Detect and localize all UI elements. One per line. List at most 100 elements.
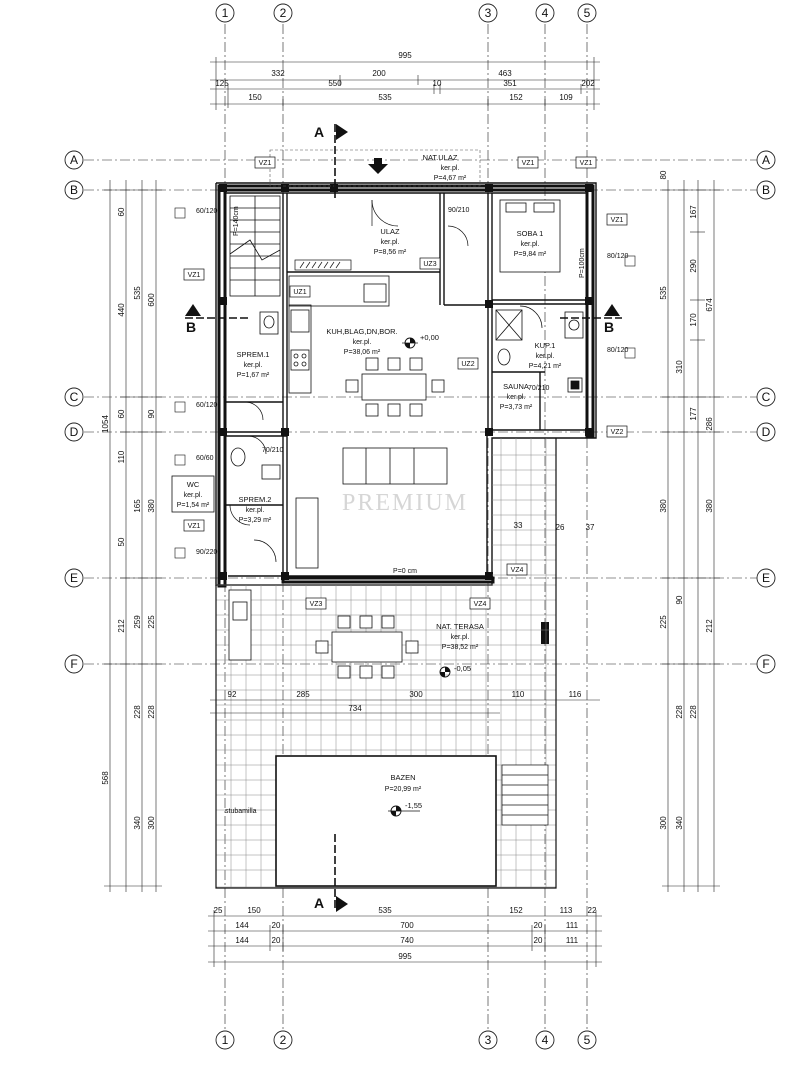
section-marker-b-right: B [560, 304, 622, 335]
dim-right-177: 177 [689, 407, 698, 421]
bathroom-fixtures [230, 309, 584, 480]
section-label-a-top: A [314, 124, 324, 140]
dim-top-351: 351 [503, 79, 517, 88]
room-sauna-area: P=3,73 m² [500, 404, 533, 411]
structural-columns [219, 184, 593, 644]
dim-left-228b: 228 [147, 705, 156, 719]
tag-vz1-e: VZ1 [188, 272, 201, 279]
dim-top-125: 125 [215, 79, 229, 88]
room-sprem2-name: SPREM.2 [239, 495, 272, 504]
dim-right-340: 340 [675, 816, 684, 830]
dining-table [345, 357, 445, 417]
dim-right-228b: 228 [689, 705, 698, 719]
dim-top-202: 202 [581, 79, 595, 88]
entry-arrow-icon [368, 158, 388, 174]
terrace-dining-table [315, 615, 419, 679]
shoe-rack-hatching [294, 259, 352, 271]
wall-outlines [215, 182, 597, 586]
axis-label-F-right: F [762, 657, 769, 671]
axis-label-2-bottom: 2 [280, 1033, 287, 1047]
axis-label-B-right: B [762, 183, 770, 197]
entrance-canopy-outline [269, 149, 481, 187]
dim-left-535: 535 [133, 286, 142, 300]
dim-left-600: 600 [147, 293, 156, 307]
dim-mid-116: 116 [569, 690, 582, 699]
dim-bot-total: 995 [398, 952, 412, 961]
interior-staircase [229, 195, 281, 297]
win-note-3: 80/120 [607, 253, 629, 260]
dim-right-170: 170 [689, 313, 698, 327]
dim-right-212: 212 [705, 619, 714, 633]
parapet-100-note: P=100cm [579, 248, 586, 278]
tag-vz3: VZ3 [310, 601, 323, 608]
door-note-1: 90/210 [448, 207, 470, 214]
axis-label-B-left: B [70, 183, 78, 197]
dim-mid-33: 33 [514, 521, 523, 530]
room-kup-area: P=4,21 m² [529, 363, 562, 370]
dim-left-380: 380 [147, 499, 156, 513]
window-size-notes: 60/120 60/120 80/120 80/120 60/60 90/220… [174, 207, 636, 559]
dim-top-200: 200 [372, 69, 386, 78]
tag-uz3: UZ3 [423, 261, 436, 268]
axis-label-2-top: 2 [280, 6, 287, 20]
section-marker-a-bottom: A [314, 834, 348, 912]
dim-top-152: 152 [509, 93, 523, 102]
dim-right-380b: 380 [705, 499, 714, 513]
dim-right-286: 286 [705, 417, 714, 431]
axis-label-1-bottom: 1 [222, 1033, 229, 1047]
living-sofa [295, 447, 448, 569]
dim-left-340: 340 [133, 816, 142, 830]
dim-left-225: 225 [147, 615, 156, 629]
dim-bot-113: 113 [560, 906, 573, 915]
dim-mid-300: 300 [409, 690, 423, 699]
axis-label-1-top: 1 [222, 6, 229, 20]
level-pool-text: -1,55 [405, 801, 422, 810]
dim-mid-285: 285 [296, 690, 310, 699]
opening-tags: VZ1 VZ1 VZ1 VZ1 VZ1 VZ1 UZ1 UZ2 UZ3 VZ2 … [183, 156, 628, 610]
tag-vz1-c: VZ1 [580, 160, 593, 167]
level-main-text: +0,00 [420, 333, 439, 342]
bottom-dimension-lines [208, 910, 602, 967]
right-dimension-lines [662, 180, 720, 892]
dim-top-332: 332 [271, 69, 285, 78]
dim-bot-22: 22 [588, 906, 597, 915]
room-kup-name: KUP.1 [535, 341, 556, 350]
tag-vz1-f: VZ1 [188, 523, 201, 530]
dim-left-60a: 60 [117, 207, 126, 216]
win-note-1: 60/120 [196, 208, 218, 215]
dim-left-300: 300 [147, 816, 156, 830]
win-note-6: 90/220 [196, 549, 218, 556]
dim-mid-26: 26 [556, 523, 565, 532]
tag-vz1-b: VZ1 [522, 160, 535, 167]
room-sprem1-floor: ker.pl. [244, 362, 263, 369]
room-bazen-area: P=20,99 m² [385, 786, 422, 793]
terrace-outline [215, 438, 557, 889]
dim-left-60b: 60 [117, 409, 126, 418]
terrace-dimension-lines [210, 699, 600, 714]
dim-right-225: 225 [659, 615, 668, 629]
dim-mid-110: 110 [512, 690, 525, 699]
level-marker-pool: -1,55 [388, 801, 422, 817]
win-note-5: 60/60 [196, 455, 214, 462]
dim-top-total: 995 [398, 51, 412, 60]
dim-left-228a: 228 [133, 705, 142, 719]
room-soba-area: P=9,84 m² [514, 251, 547, 258]
horizontal-axis-bubbles [64, 150, 776, 674]
axis-label-C-left: C [70, 390, 79, 404]
left-dimension-lines [104, 180, 162, 892]
room-soba-floor: ker.pl. [521, 241, 540, 248]
door-note-2: 70/210 [262, 447, 284, 454]
room-natulaz-floor: ker.pl. [441, 165, 460, 172]
axis-label-E-left: E [70, 571, 78, 585]
dim-right-290: 290 [689, 259, 698, 273]
section-label-b-left: B [186, 319, 196, 335]
parapet-140-note: P=140cm [233, 206, 240, 236]
axis-label-5-top: 5 [584, 6, 591, 20]
dim-bot-740: 740 [400, 936, 414, 945]
dim-left-1054: 1054 [101, 415, 110, 433]
section-label-a-bottom: A [314, 895, 324, 911]
dim-right-674: 674 [705, 298, 714, 312]
dim-bot-25: 25 [214, 906, 223, 915]
room-ulaz-floor: ker.pl. [381, 239, 400, 246]
